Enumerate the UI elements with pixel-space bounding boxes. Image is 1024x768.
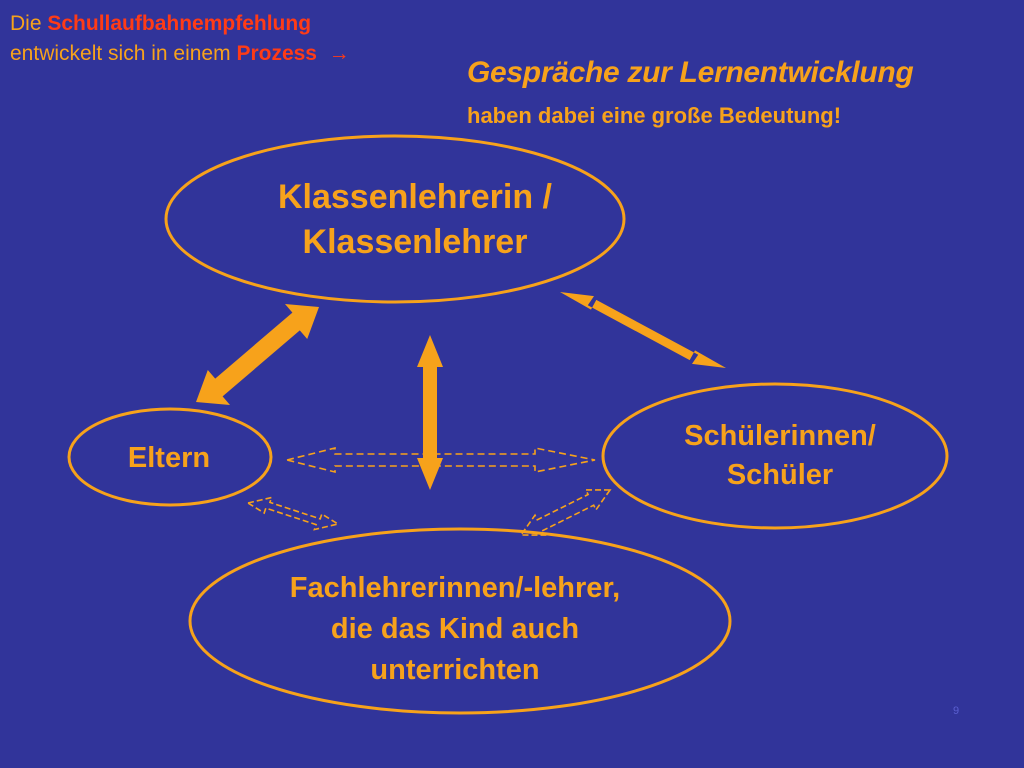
node-ellipse-fachlehrer xyxy=(188,527,732,715)
intro-highlight-prozess: Prozess xyxy=(236,42,317,65)
node-label-fachlehrer: Fachlehrerinnen/-lehrer, die das Kind au… xyxy=(289,572,621,686)
page-number: 9 xyxy=(953,705,960,717)
double-arrow-klassenlehrer-schueler xyxy=(560,292,726,368)
dashed-arrow-schueler-fachlehrer xyxy=(519,489,612,536)
intro-line-1: Die Schullaufbahnempfehlung xyxy=(10,9,350,39)
intro-line-2-prefix: entwickelt sich in einem xyxy=(10,42,237,65)
node-ellipse-schueler xyxy=(601,382,949,530)
node-label-klassenlehrer: Klassenlehrerin / Klassenlehrer xyxy=(277,178,552,261)
intro-line-2: entwickelt sich in einem Prozess → xyxy=(10,39,350,69)
arrow-right-icon: → xyxy=(328,42,350,65)
node-label-eltern: Eltern xyxy=(127,442,211,474)
dashed-arrow-eltern-schueler xyxy=(286,446,596,474)
double-arrow-klassenlehrer-eltern xyxy=(196,304,319,405)
intro-text: Die Schullaufbahnempfehlung entwickelt s… xyxy=(10,9,350,69)
subheading: haben dabei eine große Bedeutung! xyxy=(467,103,842,128)
intro-line-1-prefix: Die xyxy=(10,12,48,35)
double-arrow-klassenlehrer-fachlehrer xyxy=(417,335,443,490)
intro-highlight-schullaufbahnempfehlung: Schullaufbahnempfehlung xyxy=(47,12,312,35)
heading: Gespräche zur Lernentwicklung xyxy=(467,56,914,89)
dashed-arrow-eltern-fachlehrer xyxy=(245,496,341,531)
node-label-schueler: Schülerinnen/ Schüler xyxy=(684,420,876,491)
node-ellipse-eltern xyxy=(67,407,273,507)
node-ellipse-klassenlehrer xyxy=(164,134,626,304)
